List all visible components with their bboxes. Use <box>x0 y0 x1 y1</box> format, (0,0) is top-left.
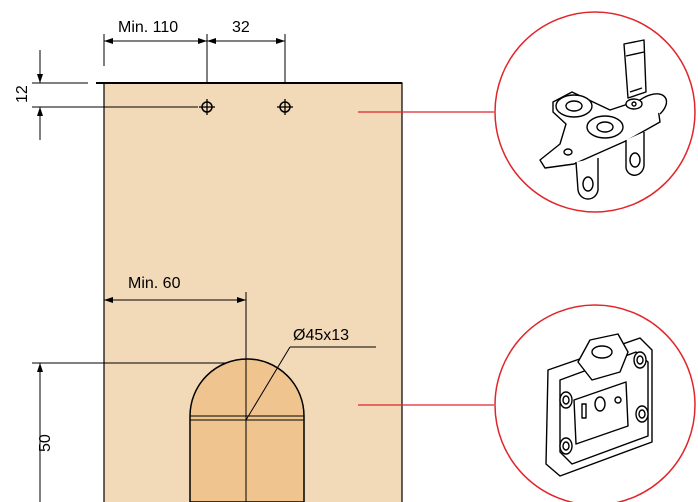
label-32: 32 <box>232 19 250 36</box>
label-min-110: Min. 110 <box>118 19 178 36</box>
label-bore: Ø45x13 <box>293 327 349 344</box>
top-carrier-bracket-icon <box>494 11 696 213</box>
drill-mark-left <box>199 99 215 115</box>
label-min-60: Min. 60 <box>128 275 181 292</box>
dimension-min-60: Min. 60 <box>104 275 247 330</box>
dimension-32: 32 <box>207 19 286 83</box>
label-50: 50 <box>37 434 54 452</box>
drill-mark-right <box>277 99 293 115</box>
dimension-50: 50 <box>37 363 54 502</box>
bore-recess <box>189 358 305 502</box>
dimension-min-110: Min. 110 <box>103 19 208 83</box>
dimension-bore-diameter: Ø45x13 <box>245 327 376 421</box>
label-12: 12 <box>14 85 31 103</box>
dimension-12: 12 <box>14 50 198 140</box>
side-mounting-plate-icon <box>494 304 696 502</box>
